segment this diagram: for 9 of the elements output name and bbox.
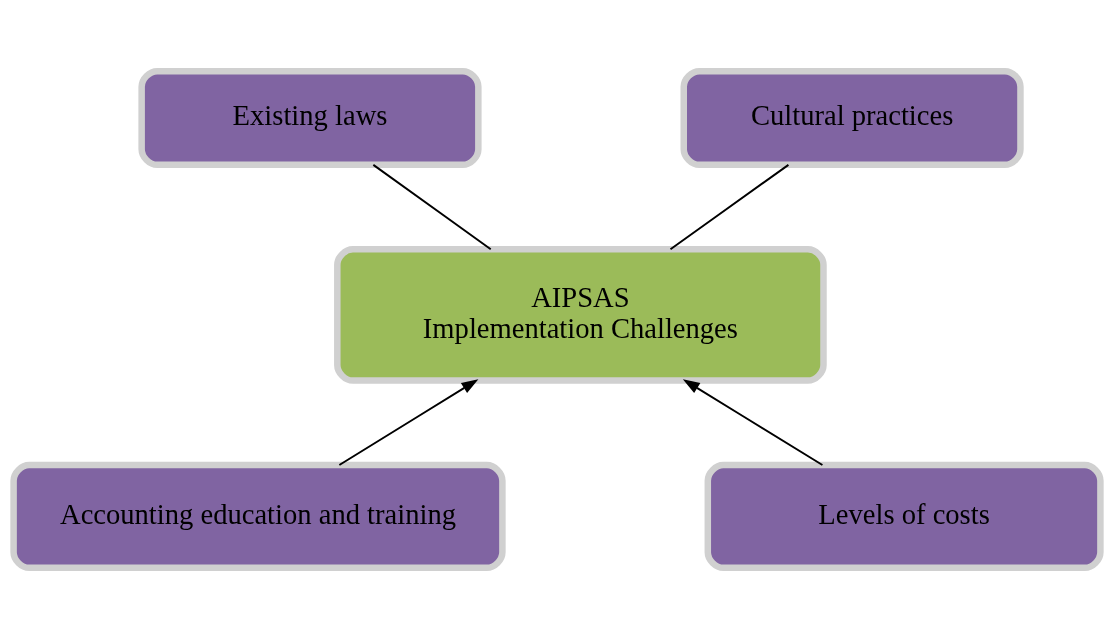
node-box: Accounting education and training: [10, 461, 506, 572]
node-box: AIPSAS Implementation Challenges: [334, 246, 827, 384]
connector: [669, 163, 790, 251]
arrow: [682, 379, 824, 466]
node-box: Cultural practices: [680, 67, 1024, 169]
connector: [372, 163, 492, 251]
node-box: Existing laws: [138, 67, 482, 169]
node-box: Levels of costs: [704, 461, 1104, 572]
arrow: [338, 379, 479, 466]
